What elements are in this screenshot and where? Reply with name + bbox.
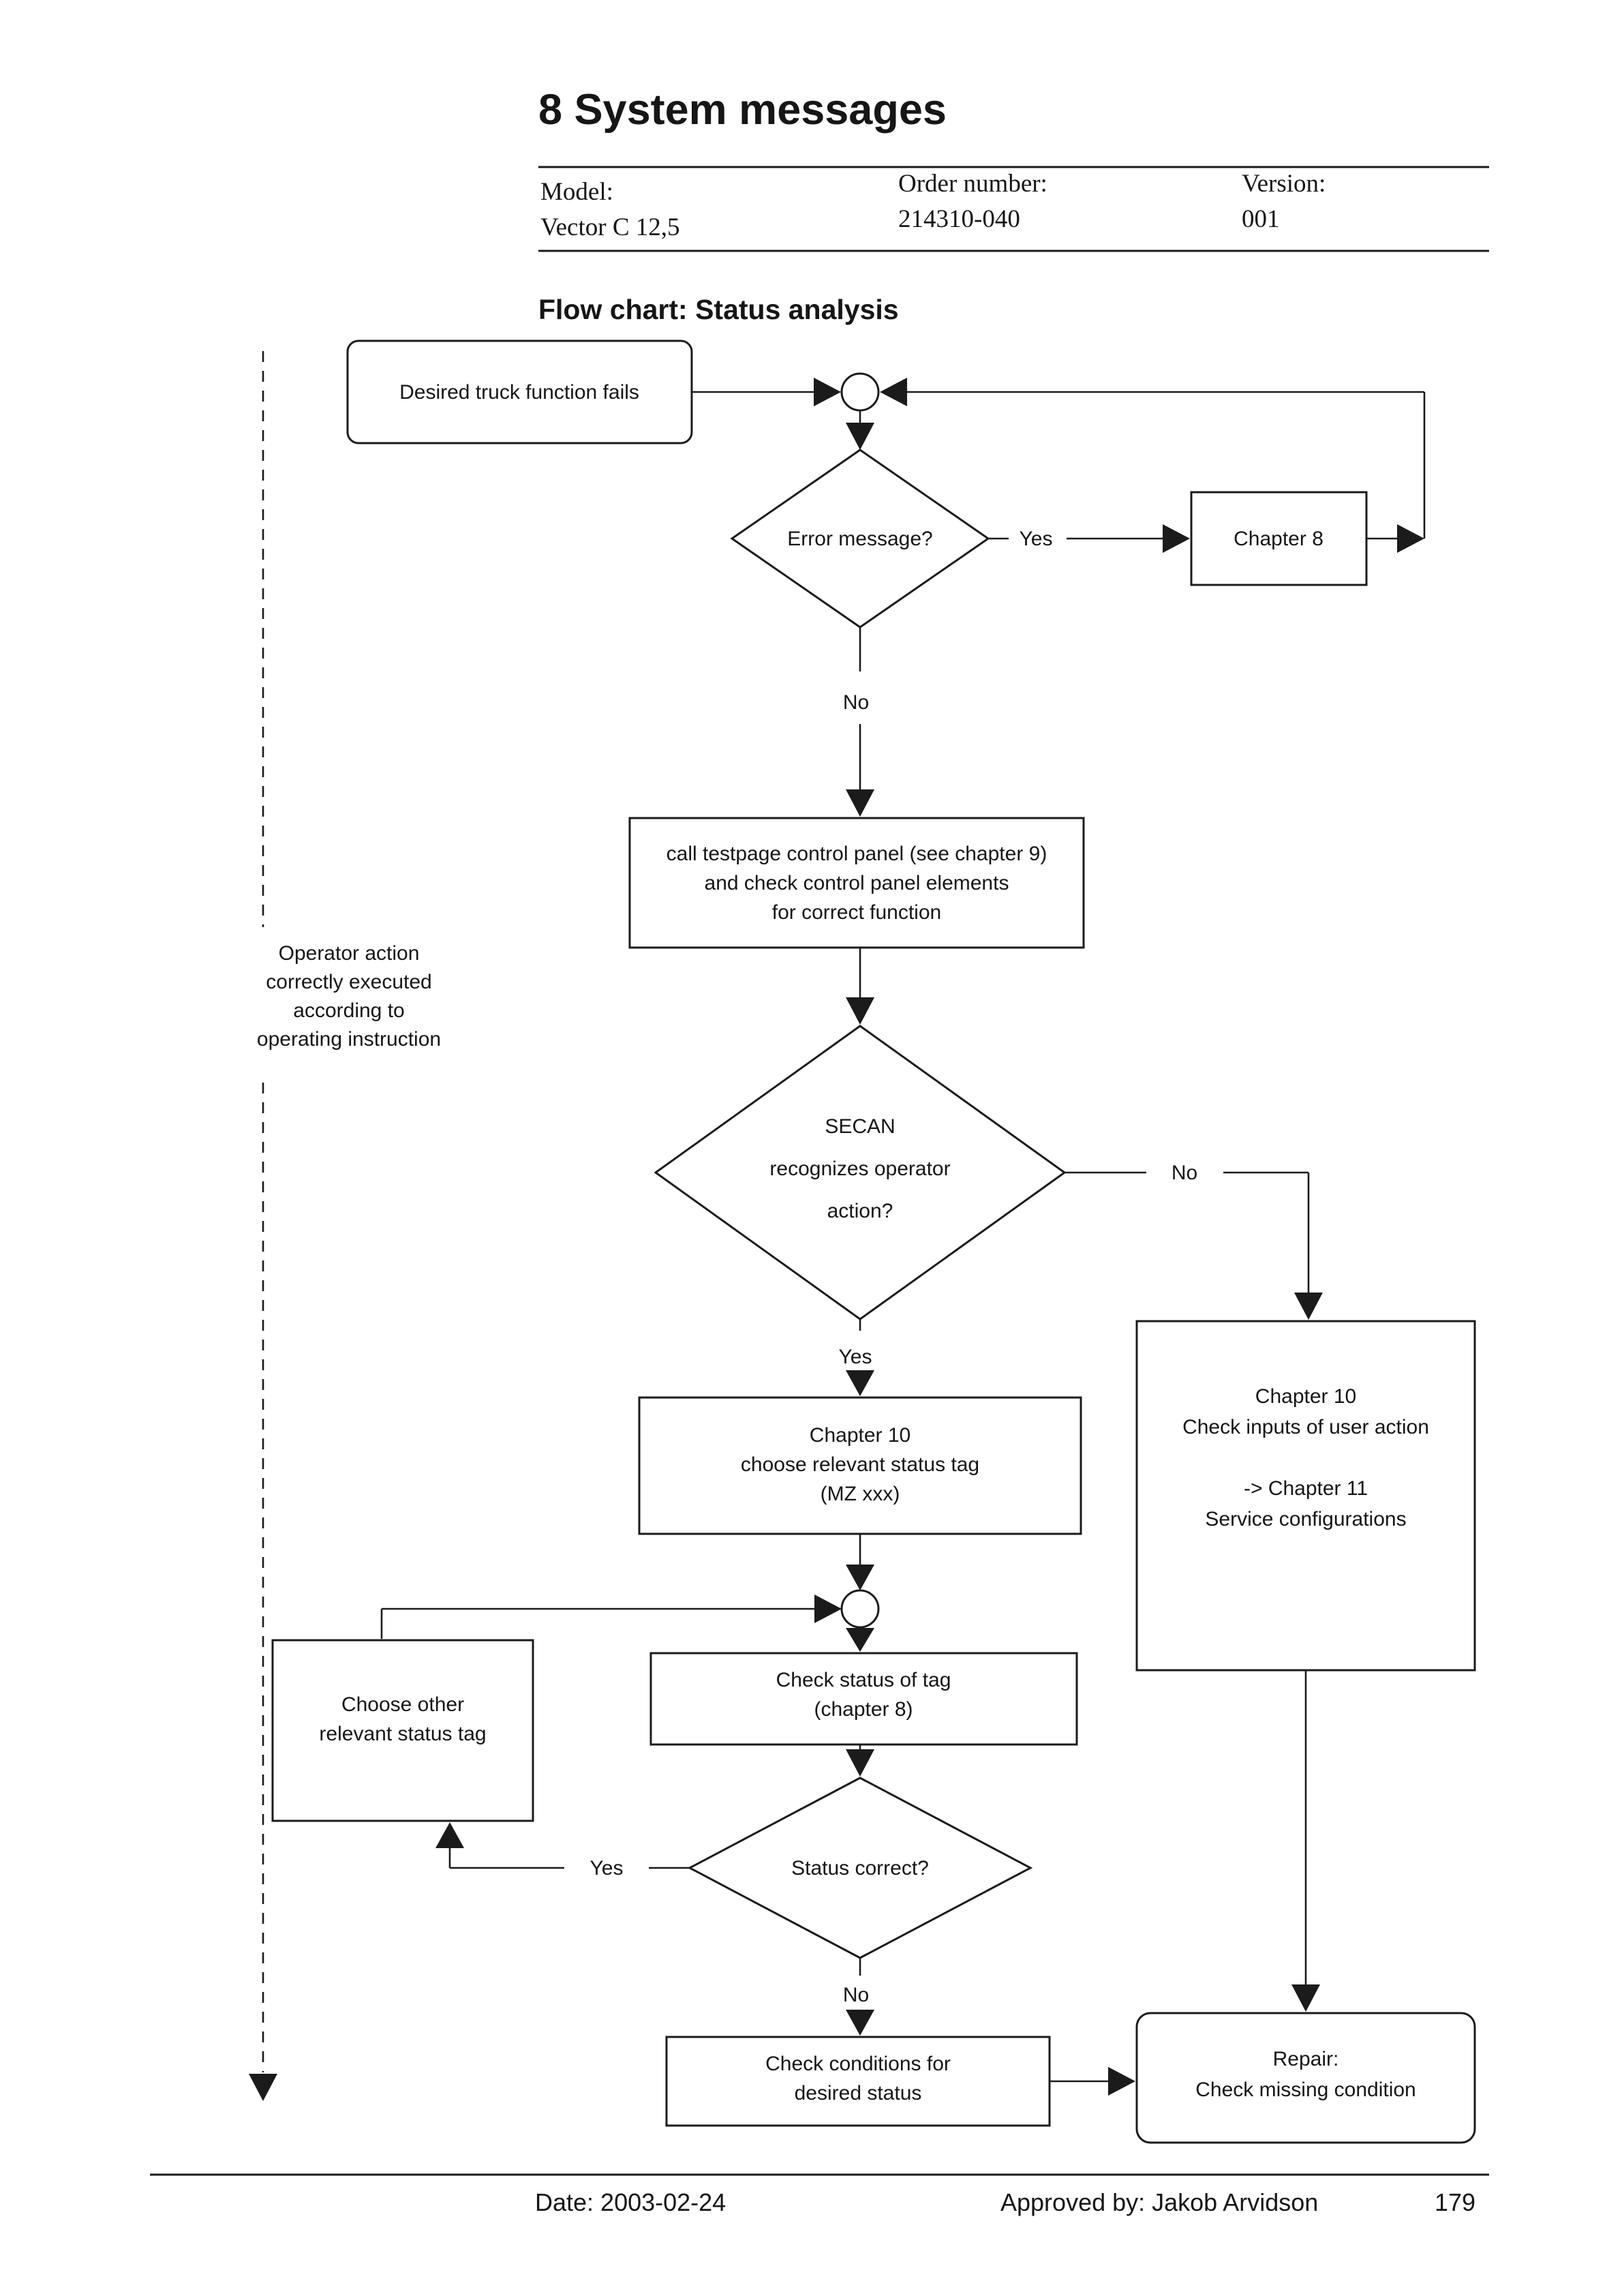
version-label: Version: [1242,170,1326,198]
conditions-line-1: Check conditions for [765,2053,951,2075]
arrowhead-into-junction-right-icon [880,378,907,406]
check-status-line-2: (chapter 8) [814,1698,913,1721]
choose-tag-box [638,1396,1082,1535]
repair-line-2: Check missing condition [1195,2079,1416,2101]
chapter8-label: Chapter 8 [1234,528,1323,550]
node-testpage: call testpage control panel (see chapter… [628,817,1085,949]
arrowhead-chapter8-icon [1163,524,1190,553]
order-number-label: Order number: [898,170,1047,198]
arrowhead-chooseother-icon [435,1822,464,1848]
node-check-status: Check status of tag (chapter 8) [649,1652,1078,1746]
node-error-question: Error message? [730,449,990,629]
conditions-box [665,2036,1051,2127]
arrowhead-repair-top-icon [1291,1984,1320,2012]
page-header: 8 System messages Model: Vector C 12,5 O… [538,86,1489,325]
note-line-1: Operator action [279,942,420,965]
order-number-value: 214310-040 [898,205,1020,233]
node-inputs: Chapter 10 Check inputs of user action -… [1135,1320,1476,1672]
page-footer: Date: 2003-02-24 Approved by: Jakob Arvi… [150,2173,1489,2216]
conditions-line-2: desired status [795,2082,922,2104]
inputs-line-4: Service configurations [1205,1508,1406,1530]
choose-other-box [271,1639,534,1822]
label-yes-status: Yes [590,1857,624,1879]
note-line-2: correctly executed [266,971,431,993]
arrowhead-testpage-icon [846,789,874,817]
secan-line-1: SECAN [825,1115,895,1138]
inputs-line-3: -> Chapter 11 [1244,1477,1368,1500]
model-label: Model: [540,178,613,206]
node-conditions: Check conditions for desired status [665,2036,1051,2127]
note-line-4: operating instruction [257,1028,441,1051]
arrowhead-choose-icon [846,1370,874,1396]
testpage-line-3: for correct function [772,901,941,924]
model-value: Vector C 12,5 [540,213,680,241]
flowchart-heading: Flow chart: Status analysis [538,294,899,325]
node-choose-tag: Chapter 10 choose relevant status tag (M… [638,1396,1082,1535]
choose-other-line-2: relevant status tag [319,1723,486,1745]
operator-note-guide: Operator action correctly executed accor… [249,351,441,2101]
arrowhead-statusq-icon [846,1749,874,1777]
label-yes-error: Yes [1020,528,1053,550]
check-status-box [649,1652,1078,1746]
choose-line-3: (MZ xxx) [821,1483,900,1505]
version-value: 001 [1242,205,1280,233]
node-start: Desired truck function fails [346,339,693,444]
inputs-box [1135,1320,1476,1672]
arrowhead-secan-icon [846,997,874,1025]
node-choose-other: Choose other relevant status tag [271,1639,534,1822]
junction-circle-mid [840,1589,880,1629]
arrowhead-inputs-icon [1294,1293,1323,1320]
flowchart: Desired truck function fails Error messa… [271,339,1476,2144]
status-question-label: Status correct? [791,1857,929,1879]
inputs-line-2: Check inputs of user action [1182,1416,1429,1438]
node-repair: Repair: Check missing condition [1135,2012,1476,2144]
choose-line-1: Chapter 10 [810,1424,911,1447]
arrowhead-conditions-icon [846,2010,874,2036]
footer-date: Date: 2003-02-24 [535,2188,726,2216]
node-secan-question: SECAN recognizes operator action? [654,1025,1067,1320]
repair-line-1: Repair: [1273,2048,1339,2070]
testpage-line-1: call testpage control panel (see chapter… [667,843,1047,865]
arrowhead-junction2-left-icon [814,1595,842,1623]
node-chapter8: Chapter 8 [1190,491,1368,586]
arrowhead-into-junction-left-icon [814,378,841,406]
junction-circle-top [840,372,880,412]
repair-box [1135,2012,1476,2144]
note-line-3: according to [293,999,404,1022]
arrowhead-repair-left-icon [1108,2067,1135,2096]
label-yes-secan: Yes [839,1346,872,1368]
label-no-error: No [843,691,869,714]
error-question-label: Error message? [787,528,932,550]
label-no-status: No [843,1984,869,2006]
testpage-box [628,817,1085,949]
inputs-line-1: Chapter 10 [1255,1385,1356,1408]
arrowhead-junction2-icon [846,1565,874,1590]
start-label: Desired truck function fails [399,381,639,404]
choose-other-line-1: Choose other [341,1693,464,1716]
arrowhead-checkstatus-icon [846,1628,874,1652]
dashed-arrowhead-icon [249,2074,277,2101]
check-status-line-1: Check status of tag [776,1669,951,1691]
arrowhead-chapter8-exit-icon [1397,524,1424,553]
secan-line-3: action? [827,1200,893,1222]
secan-line-2: recognizes operator [769,1158,950,1180]
arrowhead-errorq-icon [846,423,874,450]
testpage-line-2: and check control panel elements [705,872,1009,894]
choose-line-2: choose relevant status tag [741,1453,979,1476]
label-no-secan: No [1172,1162,1197,1184]
footer-approved-by: Approved by: Jakob Arvidson [1000,2188,1318,2216]
node-status-question: Status correct? [687,1777,1033,1959]
page-title: 8 System messages [538,86,947,134]
footer-page-number: 179 [1435,2188,1475,2216]
